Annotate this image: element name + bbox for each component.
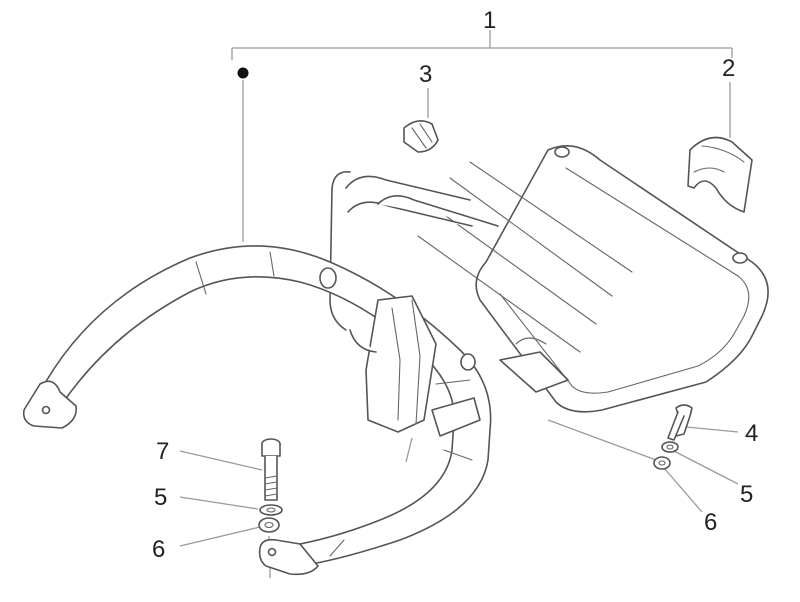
- callout-5-left: 5: [154, 484, 167, 511]
- kit-bullet-icon: [237, 67, 249, 79]
- callout-labels: 1 2 3 4 5 6 7 5 6: [152, 7, 758, 563]
- left-hardware: [258, 438, 283, 533]
- callout-2: 2: [722, 55, 735, 82]
- callout-3: 3: [419, 61, 432, 88]
- small-clip: [403, 120, 439, 153]
- cover-clip: [687, 136, 753, 213]
- callout-6-right: 6: [704, 509, 717, 536]
- callout-7: 7: [156, 438, 169, 465]
- callout-1: 1: [483, 7, 496, 34]
- right-hardware: [653, 404, 693, 470]
- callout-5-right: 5: [740, 481, 753, 508]
- callout-6-left: 6: [152, 536, 165, 563]
- luggage-rack-frame: [22, 144, 769, 576]
- callout-4: 4: [745, 420, 758, 447]
